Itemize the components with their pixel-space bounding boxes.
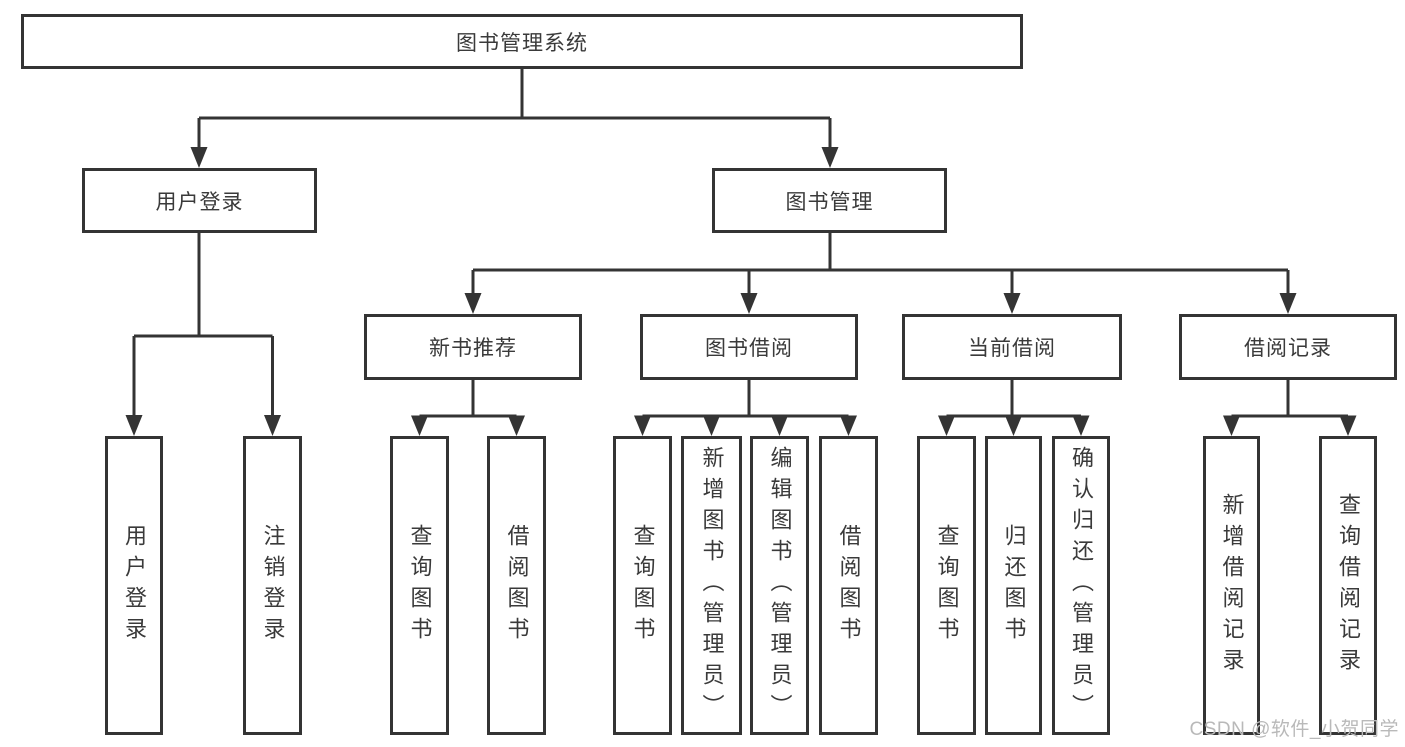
node-library-system: 图书管理系统 — [21, 14, 1023, 69]
node-label: 查询借阅记录 — [1336, 492, 1361, 679]
node-label: 当前借阅 — [968, 337, 1056, 360]
leaf-add-borrow-record: 新增借阅记录 — [1203, 436, 1260, 735]
connector-line — [471, 233, 1290, 296]
arrowhead-icon — [1005, 415, 1022, 436]
connector-book-borrow-children — [634, 380, 857, 436]
arrowhead-icon — [125, 415, 143, 436]
arrowhead-icon — [1003, 293, 1021, 314]
node-user-login: 用户登录 — [82, 168, 317, 233]
arrowhead-icon — [264, 415, 281, 436]
connector-current-borrow-children — [938, 380, 1090, 436]
node-label: 图书管理系统 — [456, 31, 588, 55]
leaf-borrow-books-recommend: 借阅图书 — [487, 436, 546, 735]
connector-line — [1231, 380, 1348, 418]
leaf-logout: 注销登录 — [243, 436, 302, 735]
arrowhead-icon — [938, 415, 955, 436]
node-borrow-records: 借阅记录 — [1179, 314, 1397, 380]
node-label: 图书管理 — [785, 190, 874, 214]
connector-line — [132, 233, 274, 418]
arrowhead-icon — [703, 415, 720, 436]
leaf-query-books-recommend: 查询图书 — [390, 436, 449, 735]
node-label: 新增借阅记录 — [1219, 492, 1245, 679]
node-label: 借阅图书 — [836, 523, 862, 648]
arrowhead-icon — [1072, 415, 1090, 436]
node-label: 图书借阅 — [705, 337, 793, 360]
arrowhead-icon — [1339, 415, 1357, 436]
leaf-return-book: 归还图书 — [985, 436, 1042, 735]
node-label: 用户登录 — [122, 523, 147, 648]
arrowhead-icon — [771, 415, 788, 436]
node-label: 借阅图书 — [504, 523, 530, 648]
node-label: 新书推荐 — [429, 337, 517, 360]
arrowhead-icon — [1279, 293, 1297, 314]
connector-line — [946, 380, 1081, 418]
node-label: 编辑图书（管理员） — [767, 446, 793, 725]
arrowhead-icon — [840, 415, 857, 436]
leaf-query-books-current: 查询图书 — [917, 436, 976, 735]
arrowhead-icon — [1223, 415, 1240, 436]
node-label: 查询图书 — [934, 523, 960, 648]
connector-new-book-rec-children — [411, 380, 525, 436]
node-label: 新增图书（管理员） — [699, 446, 725, 725]
connector-line — [642, 380, 849, 418]
node-label: 查询图书 — [407, 523, 433, 648]
leaf-confirm-return-admin: 确认归还（管理员） — [1052, 436, 1110, 735]
node-book-management: 图书管理 — [712, 168, 947, 233]
leaf-query-books-borrowing: 查询图书 — [613, 436, 672, 735]
connector-user-login-children — [125, 233, 281, 436]
connector-borrow-records-children — [1223, 380, 1357, 436]
node-label: 归还图书 — [1001, 523, 1027, 648]
leaf-user-login: 用户登录 — [105, 436, 163, 735]
node-book-borrowing: 图书借阅 — [640, 314, 858, 380]
connector-root-to-level2 — [190, 68, 839, 168]
connector-book-mgmt-to-level3 — [464, 233, 1297, 314]
arrowhead-icon — [464, 293, 482, 314]
leaf-borrow-books-borrowing: 借阅图书 — [819, 436, 878, 735]
node-label: 借阅记录 — [1244, 337, 1332, 360]
node-new-book-recommend: 新书推荐 — [364, 314, 582, 380]
node-current-borrowing: 当前借阅 — [902, 314, 1122, 380]
arrowhead-icon — [411, 415, 428, 436]
leaf-edit-book-admin: 编辑图书（管理员） — [750, 436, 809, 735]
connector-line — [419, 380, 517, 418]
node-label: 注销登录 — [260, 523, 286, 648]
arrowhead-icon — [508, 415, 525, 436]
arrowhead-icon — [190, 147, 208, 168]
leaf-query-borrow-record: 查询借阅记录 — [1319, 436, 1377, 735]
connector-line — [197, 68, 832, 150]
node-label: 用户登录 — [155, 190, 244, 214]
csdn-watermark: CSDN @软件_小贺同学 — [1189, 719, 1399, 740]
arrowhead-icon — [634, 415, 651, 436]
node-label: 确认归还（管理员） — [1069, 446, 1094, 725]
leaf-add-book-admin: 新增图书（管理员） — [681, 436, 742, 735]
arrowhead-icon — [740, 293, 758, 314]
node-label: 查询图书 — [630, 523, 656, 648]
arrowhead-icon — [821, 147, 839, 168]
